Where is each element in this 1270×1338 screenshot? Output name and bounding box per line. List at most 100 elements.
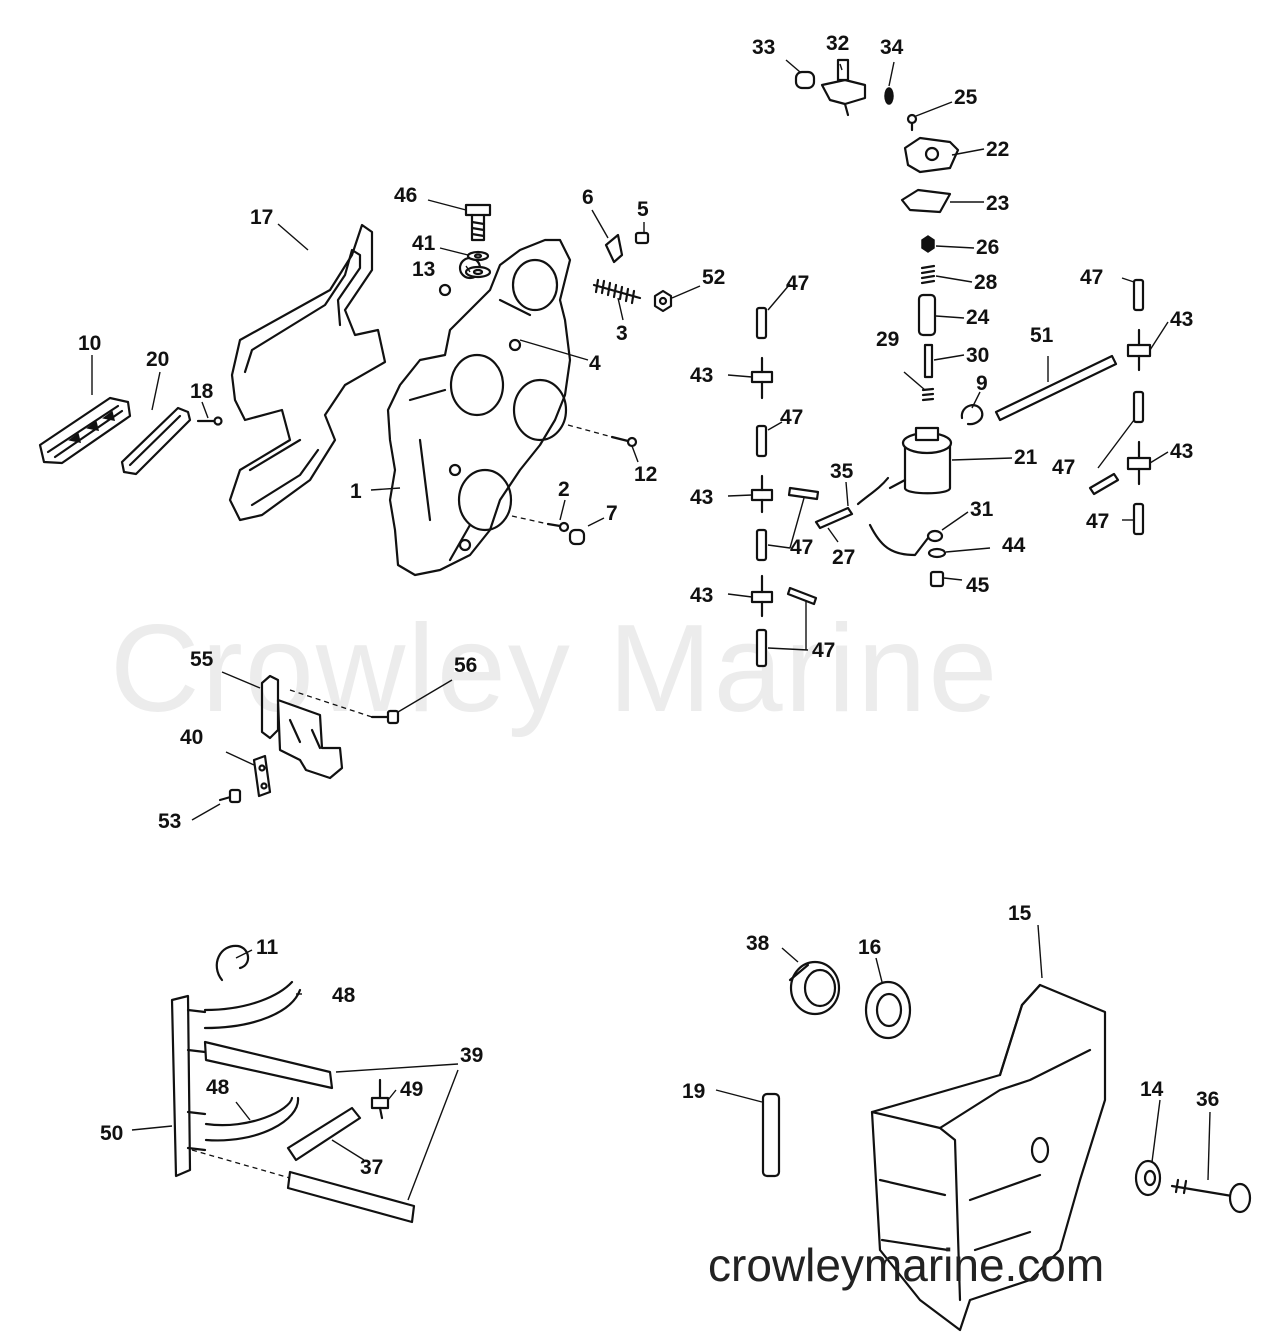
part-gasket-17 (228, 223, 387, 522)
part-screw-18 (196, 416, 223, 426)
part-bracket-55 (260, 674, 373, 780)
callout-39: 39 (460, 1044, 483, 1067)
part-tee-43-b (750, 474, 774, 514)
part-tee-43-d (1126, 328, 1152, 372)
callout-55: 55 (190, 648, 214, 671)
part-plate-40 (252, 754, 272, 798)
part-plunger-24 (917, 293, 937, 337)
part-screw-36 (1170, 1178, 1252, 1214)
part-tube-19 (761, 1092, 781, 1178)
part-grommet-14 (1134, 1159, 1162, 1197)
part-hose-48-b (204, 1096, 300, 1142)
part-screw-5 (634, 231, 650, 245)
part-fitting-32 (820, 58, 867, 117)
callout-5: 5 (637, 198, 649, 221)
part-cap-7 (568, 528, 586, 546)
part-spring-29 (921, 387, 935, 402)
callout-14: 14 (1140, 1078, 1164, 1101)
part-hose-39-b (191, 1149, 416, 1224)
part-screw-25 (906, 113, 918, 132)
part-washer-13 (464, 265, 492, 279)
callout-35: 35 (830, 460, 854, 483)
callout-30: 30 (966, 344, 989, 367)
part-hose-51 (994, 354, 1118, 422)
part-screw-56 (370, 709, 400, 725)
part-screw-45 (929, 570, 945, 588)
website-url: crowleymarine.com (708, 1239, 1105, 1291)
callout-47-d: 47 (812, 639, 835, 662)
part-hose-47-e (1132, 278, 1145, 312)
part-hose-47-b (755, 424, 768, 458)
callout-15: 15 (1008, 902, 1032, 925)
callout-7: 7 (606, 502, 618, 525)
part-solenoid-21 (888, 426, 953, 495)
part-clamp-9 (960, 404, 984, 426)
callout-16: 16 (858, 936, 881, 959)
callout-51: 51 (1030, 324, 1054, 347)
callout-38: 38 (746, 932, 770, 955)
part-tee-43-c (750, 574, 774, 618)
part-hose-47-g (1132, 502, 1145, 536)
callout-53: 53 (158, 810, 181, 833)
part-manifold-1 (386, 238, 572, 577)
part-hose-39-a (203, 1040, 334, 1090)
watermark-text: Crowley Marine (110, 600, 1000, 738)
part-clamp-11 (215, 944, 250, 982)
callout-43-d: 43 (1170, 308, 1193, 331)
callout-47-f: 47 (1052, 456, 1075, 479)
callout-3: 3 (616, 322, 628, 345)
callout-27: 27 (832, 546, 855, 569)
part-diaphragm-23 (900, 188, 952, 214)
callout-26: 26 (976, 236, 999, 259)
callout-9: 9 (976, 372, 988, 395)
callout-17: 17 (250, 206, 273, 229)
callout-34: 34 (880, 36, 904, 59)
part-hose-37 (286, 1106, 362, 1162)
part-hose-47-d (755, 586, 818, 668)
part-hose-35 (856, 476, 890, 506)
callout-44: 44 (1002, 534, 1026, 557)
callout-1: 1 (350, 480, 362, 503)
callout-47-g: 47 (1086, 510, 1109, 533)
callout-29: 29 (876, 328, 899, 351)
callout-13: 13 (412, 258, 435, 281)
callout-43-e: 43 (1170, 440, 1193, 463)
callout-47-a: 47 (786, 272, 809, 295)
part-hose-47-c (755, 486, 820, 562)
callout-22: 22 (986, 138, 1009, 161)
part-rod-30 (923, 343, 934, 379)
callout-28: 28 (974, 271, 998, 294)
part-hose-48-a (203, 980, 302, 1030)
part-oring-34 (884, 87, 894, 105)
callout-12: 12 (634, 463, 657, 486)
callout-47-e: 47 (1080, 266, 1103, 289)
part-tee-43-e (1126, 440, 1152, 486)
callout-48-a: 48 (332, 984, 356, 1007)
part-bolt-46 (464, 203, 492, 242)
part-fitting-49 (370, 1078, 390, 1120)
callout-45: 45 (966, 574, 990, 597)
callout-19: 19 (682, 1080, 705, 1103)
callout-32: 32 (826, 32, 849, 55)
callout-43-c: 43 (690, 584, 713, 607)
callout-10: 10 (78, 332, 101, 355)
part-grommet-38 (788, 960, 841, 1016)
part-washer-41 (466, 250, 490, 262)
part-clip-6 (604, 233, 624, 264)
callout-36: 36 (1196, 1088, 1219, 1111)
callout-25: 25 (954, 86, 978, 109)
callout-47-c: 47 (790, 536, 813, 559)
callout-50: 50 (100, 1122, 123, 1145)
part-hose-47-a (755, 306, 768, 340)
part-spring-28 (920, 264, 936, 285)
callout-43-b: 43 (690, 486, 713, 509)
part-hose-47-f (1088, 390, 1145, 496)
callout-23: 23 (986, 192, 1009, 215)
callout-21: 21 (1014, 446, 1038, 469)
callout-24: 24 (966, 306, 990, 329)
callout-41: 41 (412, 232, 436, 255)
part-cap-33 (794, 70, 816, 90)
part-screw-53 (218, 788, 242, 804)
callout-49: 49 (400, 1078, 423, 1101)
